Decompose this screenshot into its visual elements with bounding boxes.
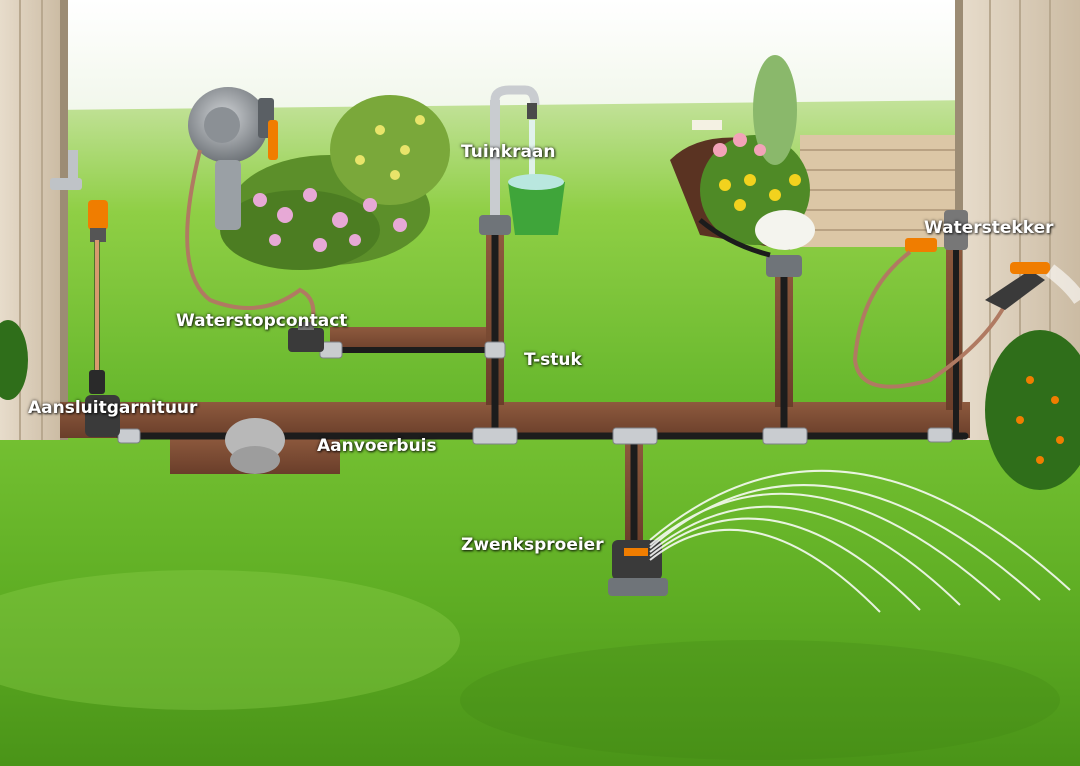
- wooden-deck: [800, 135, 955, 247]
- sprinkler-icon: [608, 540, 668, 596]
- spray-gun-icon: [985, 262, 1080, 310]
- water-socket-icon: [852, 210, 1012, 389]
- right-shrub: [985, 330, 1080, 490]
- tap-icon: [50, 150, 120, 437]
- t-piece-icon: [692, 120, 802, 277]
- flower-bed-right: [670, 55, 815, 250]
- sprinkler-water-arcs: [649, 469, 1071, 613]
- hose-reel-icon: [185, 87, 324, 352]
- drain-gravel: [225, 418, 285, 474]
- garden-tap-icon: [479, 85, 540, 235]
- front-lawn: [0, 420, 1080, 766]
- bucket-icon: [508, 120, 565, 235]
- flower-shrub-back: [220, 95, 450, 270]
- pipe-fittings: [117, 341, 953, 445]
